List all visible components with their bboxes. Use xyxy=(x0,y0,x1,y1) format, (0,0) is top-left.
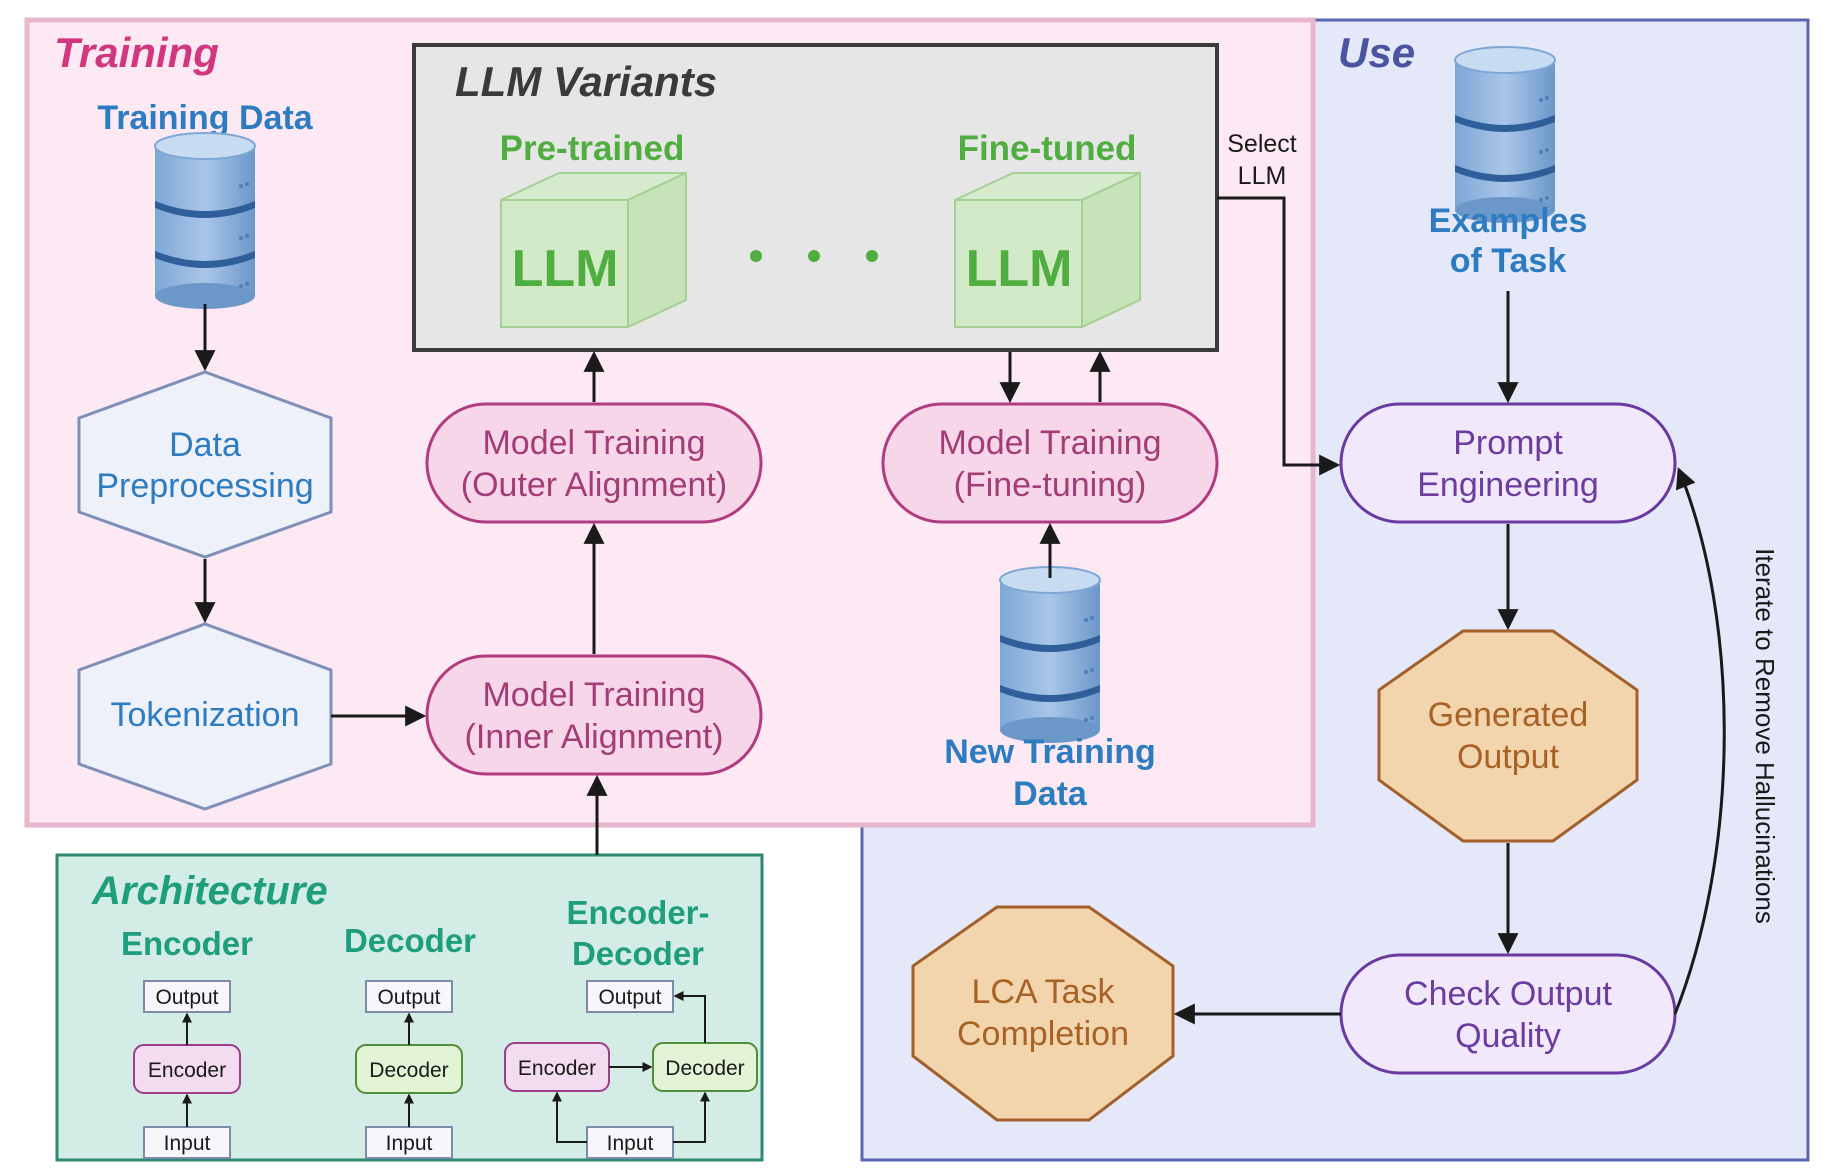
examples-line2: of Task xyxy=(1450,242,1567,280)
arch-encoder-input-box xyxy=(143,1126,231,1159)
arch-encdec-input-box xyxy=(586,1126,674,1159)
arch-encoder-title: Encoder xyxy=(121,925,253,962)
arch-encdec-input-text: Input xyxy=(607,1132,654,1155)
lca-task-completion-node xyxy=(911,905,1175,1122)
select-llm-line1: Select xyxy=(1227,130,1297,158)
arch-encdec-output-text: Output xyxy=(598,986,661,1009)
select-llm-line2: LLM xyxy=(1238,162,1287,190)
arch-encdec-encoder-text: Encoder xyxy=(518,1057,596,1080)
arch-encdec-output-box xyxy=(586,980,674,1013)
finetuned-llm-cube: LLM xyxy=(954,172,1141,328)
model-training-fine-tuning xyxy=(881,402,1219,524)
arch-decoder-input-text: Input xyxy=(386,1132,433,1155)
prompt-engineering-line2: Engineering xyxy=(1417,466,1598,504)
llm-variants-title: LLM Variants xyxy=(455,58,717,105)
examples-line1: Examples xyxy=(1429,202,1588,240)
pretrained-llm-cube: LLM xyxy=(500,172,687,328)
check-output-line2: Quality xyxy=(1455,1017,1561,1055)
generated-output-line2: Output xyxy=(1457,738,1560,776)
pretrained-label: Pre-trained xyxy=(500,129,685,168)
prompt-engineering-line1: Prompt xyxy=(1453,424,1563,462)
arch-decoder-block-text: Decoder xyxy=(369,1059,448,1082)
pretrained-llm-text: LLM xyxy=(512,240,619,298)
arch-decoder-title: Decoder xyxy=(344,922,476,959)
check-output-line1: Check Output xyxy=(1404,975,1612,1013)
model-training-inner-alignment xyxy=(425,654,763,776)
finetuned-llm-text: LLM xyxy=(966,240,1073,298)
arch-decoder-output-box xyxy=(365,980,453,1013)
outer-alignment-line1: Model Training xyxy=(482,424,705,462)
tokenization-node xyxy=(77,622,333,811)
generated-output-line1: Generated xyxy=(1428,696,1589,734)
new-training-data-database-icon xyxy=(999,566,1101,744)
check-output-quality-node xyxy=(1339,953,1677,1075)
data-preprocessing-node xyxy=(77,370,333,559)
data-preprocessing-line2: Preprocessing xyxy=(96,467,313,505)
outer-alignment-line2: (Outer Alignment) xyxy=(461,466,727,504)
prompt-engineering-node xyxy=(1339,402,1677,524)
arch-decoder-output-text: Output xyxy=(377,986,440,1009)
data-preprocessing-line1: Data xyxy=(169,426,241,464)
new-training-data-line1: New Training xyxy=(944,733,1156,771)
arch-encdec-decoder-text: Decoder xyxy=(665,1057,744,1080)
fine-tuning-line2: (Fine-tuning) xyxy=(954,466,1147,504)
iterate-label: Iterate to Remove Hallucinations xyxy=(1750,548,1780,924)
examples-database-icon xyxy=(1454,46,1556,224)
inner-alignment-line2: (Inner Alignment) xyxy=(465,718,724,756)
tokenization-label: Tokenization xyxy=(110,696,299,734)
arch-arrows xyxy=(182,991,710,1143)
use-title: Use xyxy=(1338,29,1415,76)
new-training-data-line2: Data xyxy=(1013,775,1088,813)
arch-encoder-block-text: Encoder xyxy=(148,1059,226,1082)
generated-output-node xyxy=(1377,629,1639,843)
fine-tuning-line1: Model Training xyxy=(938,424,1161,462)
arch-encdec-title-line2: Decoder xyxy=(572,935,704,972)
arch-encoder-input-text: Input xyxy=(164,1132,211,1155)
arch-decoder-input-box xyxy=(365,1126,453,1159)
inner-alignment-line1: Model Training xyxy=(482,676,705,714)
ellipsis-dots xyxy=(750,250,878,262)
arch-encdec-title-line1: Encoder- xyxy=(566,894,709,931)
lca-task-line1: LCA Task xyxy=(971,973,1115,1011)
training-data-label: Training Data xyxy=(97,99,313,137)
lca-task-line2: Completion xyxy=(957,1015,1129,1053)
arch-encoder-output-box xyxy=(143,980,231,1013)
training-data-database-icon xyxy=(154,132,256,310)
arch-encoder-output-text: Output xyxy=(155,986,218,1009)
architecture-title: Architecture xyxy=(91,869,328,913)
finetuned-label: Fine-tuned xyxy=(958,129,1137,168)
training-title: Training xyxy=(54,29,219,76)
model-training-outer-alignment xyxy=(425,402,763,524)
flow-arrows xyxy=(194,196,1726,1025)
